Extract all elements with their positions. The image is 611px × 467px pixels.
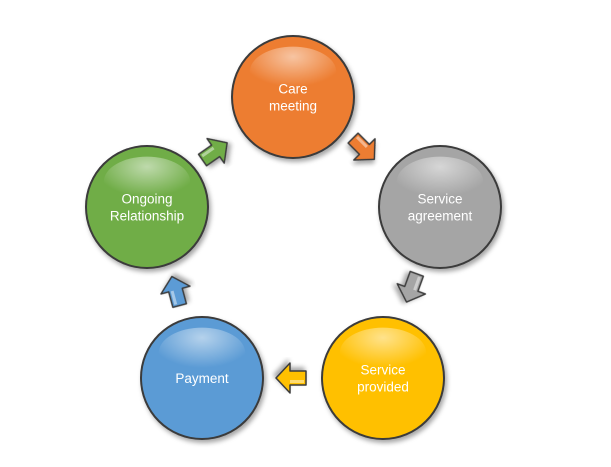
node-payment: Payment xyxy=(140,316,264,440)
arrow-care-meeting-to-service-agreement xyxy=(347,132,376,161)
arrow-service-provided-to-payment xyxy=(275,362,307,394)
nodes-layer: CaremeetingServiceagreementServiceprovid… xyxy=(85,35,502,440)
node-service-agreement: Service agreement xyxy=(378,145,502,269)
node-label: Relationship xyxy=(110,209,184,224)
node-label: Service xyxy=(417,192,462,207)
node-service-provided: Service provided xyxy=(321,316,445,440)
arrow-icon xyxy=(347,132,376,161)
arrow-icon xyxy=(275,362,307,394)
node-gloss xyxy=(158,327,246,378)
node-care-meeting: Care meeting xyxy=(231,35,355,159)
arrows-layer xyxy=(160,132,427,394)
node-label: Payment xyxy=(175,371,229,386)
arrow-gloss xyxy=(355,135,368,148)
node-label: Care xyxy=(278,82,307,97)
node-label: agreement xyxy=(408,209,473,224)
arrow-service-agreement-to-service-provided xyxy=(396,270,427,303)
arrow-gloss xyxy=(170,290,178,305)
arrow-ongoing-relationship-to-care-meeting xyxy=(197,137,228,167)
arrow-gloss xyxy=(201,146,215,158)
node-label: Ongoing xyxy=(121,192,172,207)
node-gloss xyxy=(396,156,484,207)
node-gloss xyxy=(103,156,191,207)
node-label: provided xyxy=(357,380,409,395)
arrow-gloss xyxy=(413,276,421,291)
arrow-icon xyxy=(160,275,191,309)
node-label: Service xyxy=(360,363,405,378)
arrow-gloss xyxy=(290,380,304,383)
arrow-icon xyxy=(396,270,427,303)
node-gloss xyxy=(339,327,427,378)
node-label: meeting xyxy=(269,99,317,114)
arrow-payment-to-ongoing-relationship xyxy=(160,275,191,309)
node-gloss xyxy=(249,46,337,97)
arrow-icon xyxy=(197,137,228,167)
